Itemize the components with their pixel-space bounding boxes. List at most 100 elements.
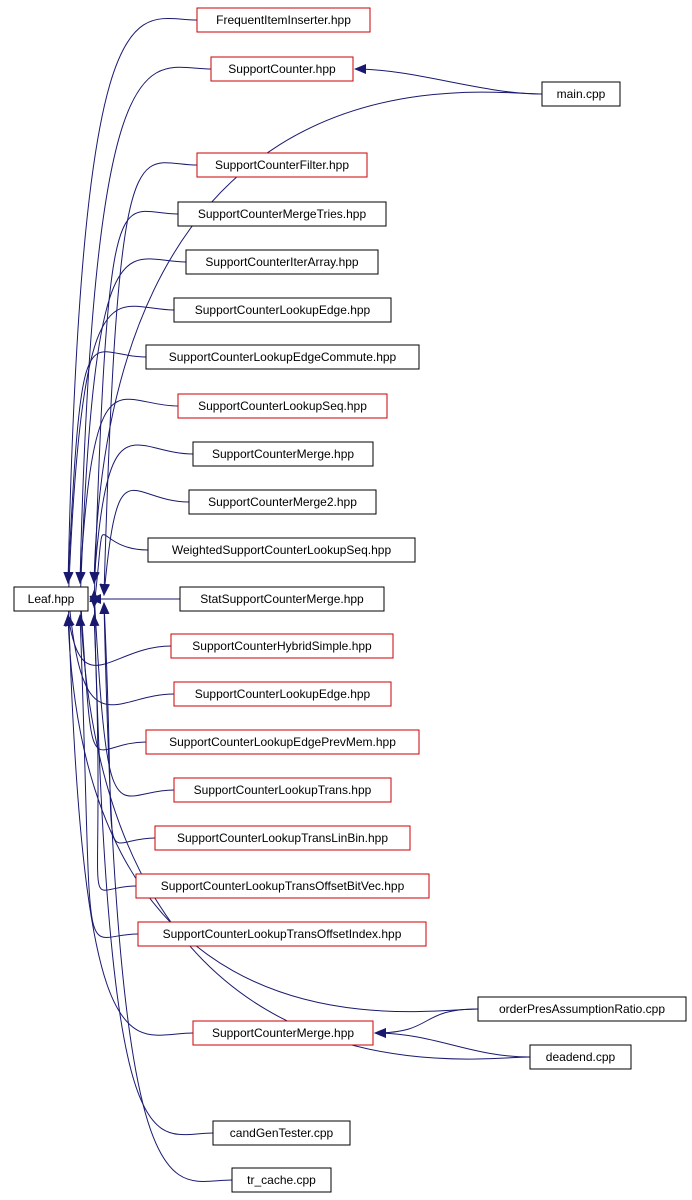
node-label: SupportCounterLookupSeq.hpp bbox=[198, 399, 367, 413]
dependency-edge bbox=[90, 534, 149, 608]
file-node[interactable]: SupportCounterIterArray.hpp bbox=[185, 249, 379, 275]
file-node[interactable]: FrequentItemInserter.hpp bbox=[196, 7, 371, 33]
file-node[interactable]: SupportCounterLookupSeq.hpp bbox=[177, 393, 388, 419]
node-box bbox=[154, 825, 411, 851]
dependency-edge bbox=[374, 1008, 479, 1038]
node-label: WeightedSupportCounterLookupSeq.hpp bbox=[172, 543, 392, 557]
dependency-edge bbox=[63, 305, 175, 608]
node-box bbox=[529, 1044, 632, 1070]
file-node[interactable]: SupportCounterMerge.hpp bbox=[192, 441, 374, 467]
file-node[interactable]: SupportCounterMerge.hpp bbox=[192, 1020, 374, 1046]
dependency-edge bbox=[374, 1028, 531, 1058]
file-node[interactable]: SupportCounterLookupEdgeCommute.hpp bbox=[145, 344, 420, 370]
node-box bbox=[13, 586, 89, 612]
dependency-edge bbox=[89, 590, 214, 1136]
edges-layer bbox=[63, 17, 543, 1182]
dependency-edge bbox=[63, 17, 198, 584]
dependency-edge bbox=[75, 590, 147, 751]
node-box bbox=[173, 681, 392, 707]
node-label: tr_cache.cpp bbox=[247, 1173, 316, 1187]
node-label: SupportCounterMergeTries.hpp bbox=[198, 207, 367, 221]
node-box bbox=[145, 729, 420, 755]
file-node[interactable]: main.cpp bbox=[541, 81, 621, 107]
node-box bbox=[192, 441, 374, 467]
node-box bbox=[137, 921, 427, 947]
node-label: SupportCounterIterArray.hpp bbox=[205, 255, 359, 269]
node-box bbox=[179, 586, 385, 612]
dependency-edge bbox=[89, 444, 194, 584]
dependency-edge bbox=[63, 614, 479, 1013]
dependency-edge bbox=[89, 210, 179, 608]
file-node[interactable]: StatSupportCounterMerge.hpp bbox=[179, 586, 385, 612]
node-label: SupportCounterLookupTransOffsetIndex.hpp bbox=[163, 927, 402, 941]
file-node[interactable]: SupportCounterLookupTransOffsetBitVec.hp… bbox=[135, 873, 430, 899]
node-box bbox=[231, 1167, 332, 1193]
dependency-edge bbox=[354, 64, 543, 95]
file-node[interactable]: candGenTester.cpp bbox=[212, 1120, 351, 1146]
file-node[interactable]: tr_cache.cpp bbox=[231, 1167, 332, 1193]
nodes-layer: Leaf.hpp FrequentItemInserter.hppSupportC… bbox=[13, 7, 687, 1193]
node-box bbox=[145, 344, 420, 370]
root-node: Leaf.hpp bbox=[13, 586, 89, 612]
node-label: main.cpp bbox=[557, 87, 606, 101]
node-label: SupportCounterLookupEdge.hpp bbox=[195, 303, 371, 317]
file-node[interactable]: WeightedSupportCounterLookupSeq.hpp bbox=[147, 537, 416, 563]
node-box bbox=[192, 1020, 374, 1046]
node-box bbox=[147, 537, 416, 563]
dependency-edge bbox=[89, 91, 543, 584]
node-label: Leaf.hpp bbox=[28, 592, 75, 606]
node-box bbox=[135, 873, 430, 899]
node-label: SupportCounterMerge.hpp bbox=[212, 447, 354, 461]
node-label: SupportCounterLookupTransOffsetBitVec.hp… bbox=[161, 879, 405, 893]
file-node[interactable]: SupportCounterMergeTries.hpp bbox=[177, 201, 387, 227]
node-label: SupportCounterMerge2.hpp bbox=[208, 495, 357, 509]
node-box bbox=[170, 633, 394, 659]
node-box bbox=[477, 996, 687, 1022]
dependency-edge bbox=[63, 351, 147, 584]
node-box bbox=[212, 1120, 351, 1146]
node-box bbox=[177, 393, 388, 419]
node-label: SupportCounterMerge.hpp bbox=[212, 1026, 354, 1040]
file-node[interactable]: SupportCounterLookupTransOffsetIndex.hpp bbox=[137, 921, 427, 947]
dependency-edge bbox=[100, 490, 190, 596]
dependency-edge bbox=[99, 602, 233, 1182]
dependency-edge bbox=[89, 590, 175, 797]
dependency-edge bbox=[75, 66, 212, 584]
node-label: SupportCounterLookupTransLinBin.hpp bbox=[177, 831, 388, 845]
dependency-edge bbox=[75, 398, 179, 584]
file-node[interactable]: SupportCounterHybridSimple.hpp bbox=[170, 633, 394, 659]
file-node[interactable]: SupportCounterFilter.hpp bbox=[196, 152, 368, 178]
node-box bbox=[196, 7, 371, 33]
dependency-edge bbox=[63, 590, 194, 1036]
node-box bbox=[185, 249, 379, 275]
node-label: SupportCounterLookupTrans.hpp bbox=[194, 783, 372, 797]
node-box bbox=[196, 152, 368, 178]
dependency-edge bbox=[63, 590, 175, 706]
node-label: orderPresAssumptionRatio.cpp bbox=[499, 1002, 665, 1016]
node-box bbox=[177, 201, 387, 227]
node-label: SupportCounterLookupEdgeCommute.hpp bbox=[169, 350, 397, 364]
file-node[interactable]: SupportCounterLookupEdgePrevMem.hpp bbox=[145, 729, 420, 755]
node-label: FrequentItemInserter.hpp bbox=[216, 13, 351, 27]
file-node[interactable]: SupportCounterLookupTrans.hpp bbox=[173, 777, 392, 803]
file-node[interactable]: SupportCounterLookupEdge.hpp bbox=[173, 297, 392, 323]
node-box bbox=[173, 777, 392, 803]
dependency-edge bbox=[75, 258, 187, 608]
dependency-edge bbox=[99, 602, 156, 844]
node-box bbox=[173, 297, 392, 323]
node-box bbox=[188, 489, 377, 515]
node-label: SupportCounter.hpp bbox=[228, 62, 336, 76]
file-node[interactable]: SupportCounter.hpp bbox=[210, 56, 354, 82]
file-node[interactable]: orderPresAssumptionRatio.cpp bbox=[477, 996, 687, 1022]
file-node[interactable]: SupportCounterLookupTransLinBin.hpp bbox=[154, 825, 411, 851]
node-label: SupportCounterHybridSimple.hpp bbox=[192, 639, 372, 653]
file-node[interactable]: SupportCounterLookupEdge.hpp bbox=[173, 681, 392, 707]
node-label: SupportCounterLookupEdgePrevMem.hpp bbox=[169, 735, 396, 749]
node-label: deadend.cpp bbox=[546, 1050, 616, 1064]
dependency-edge bbox=[99, 162, 198, 596]
node-label: SupportCounterLookupEdge.hpp bbox=[195, 687, 371, 701]
file-node[interactable]: deadend.cpp bbox=[529, 1044, 632, 1070]
file-node[interactable]: SupportCounterMerge2.hpp bbox=[188, 489, 377, 515]
node-box bbox=[541, 81, 621, 107]
